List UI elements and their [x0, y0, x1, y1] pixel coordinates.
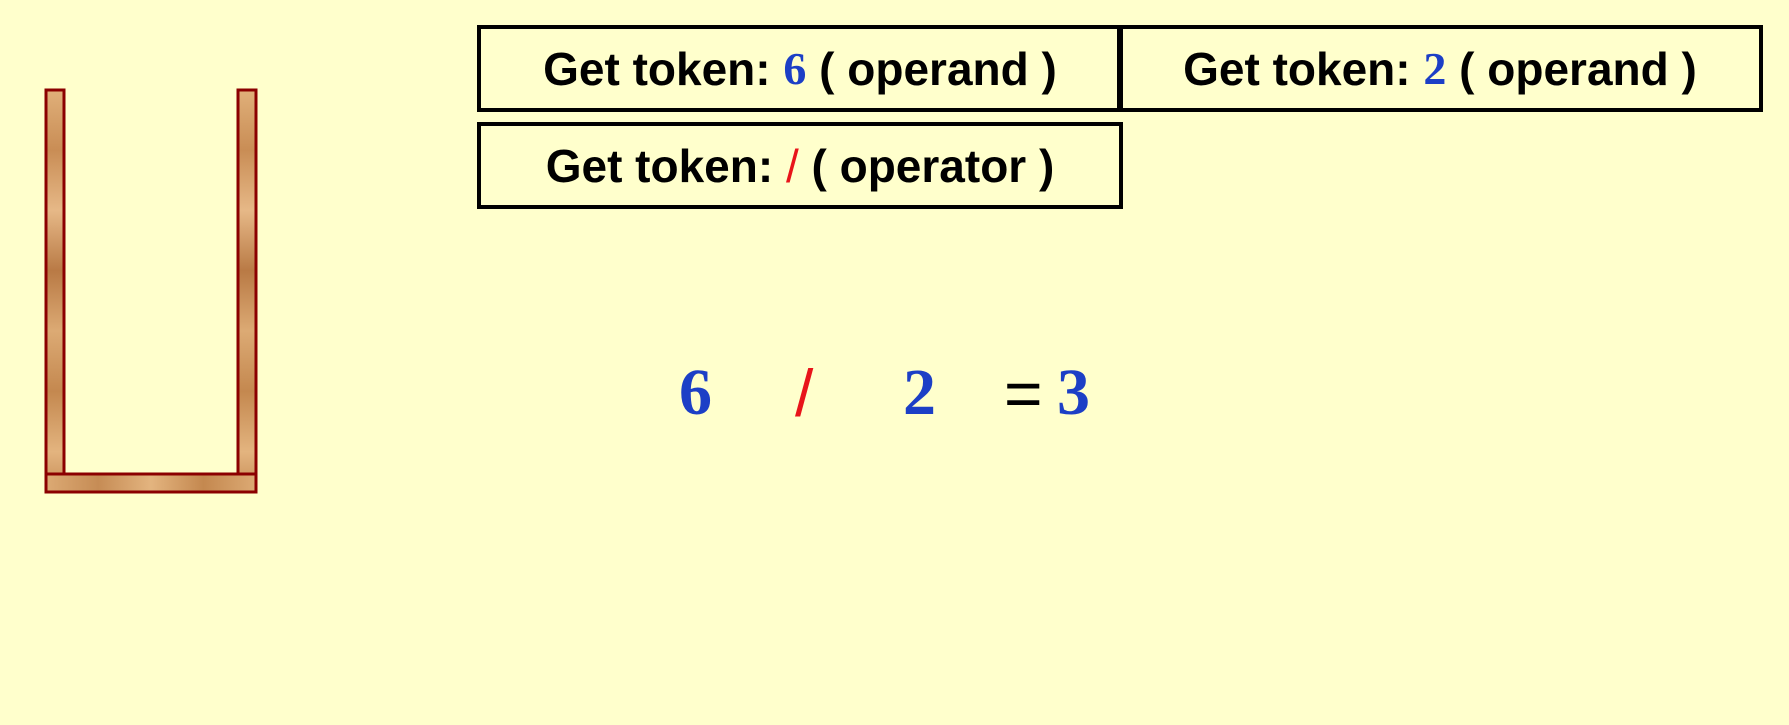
token-value: 2: [1423, 43, 1447, 94]
expression-right-operand: 2: [903, 356, 936, 429]
expression-equals: =: [1004, 356, 1043, 430]
expression-result: 3: [1057, 356, 1090, 429]
stack-left-wall: [44, 88, 66, 494]
token-suffix: ( operand ): [1446, 42, 1697, 95]
token-prefix: Get token:: [545, 139, 786, 192]
token-value: 6: [783, 43, 807, 94]
token-suffix: ( operator ): [798, 139, 1055, 192]
token-suffix: ( operand ): [806, 42, 1057, 95]
token-prefix: Get token:: [1183, 42, 1424, 95]
expression-operator: /: [795, 356, 814, 430]
stack-right-wall: [236, 88, 258, 494]
token-box-2: Get token: 2 ( operand ): [1117, 25, 1763, 112]
expression-left-operand: 6: [679, 356, 712, 429]
token-value: /: [785, 139, 799, 192]
token-prefix: Get token:: [543, 42, 784, 95]
token-box-1: Get token: 6 ( operand ): [477, 25, 1123, 112]
stack-bottom: [44, 472, 258, 494]
token-box-3: Get token: / ( operator ): [477, 122, 1123, 209]
